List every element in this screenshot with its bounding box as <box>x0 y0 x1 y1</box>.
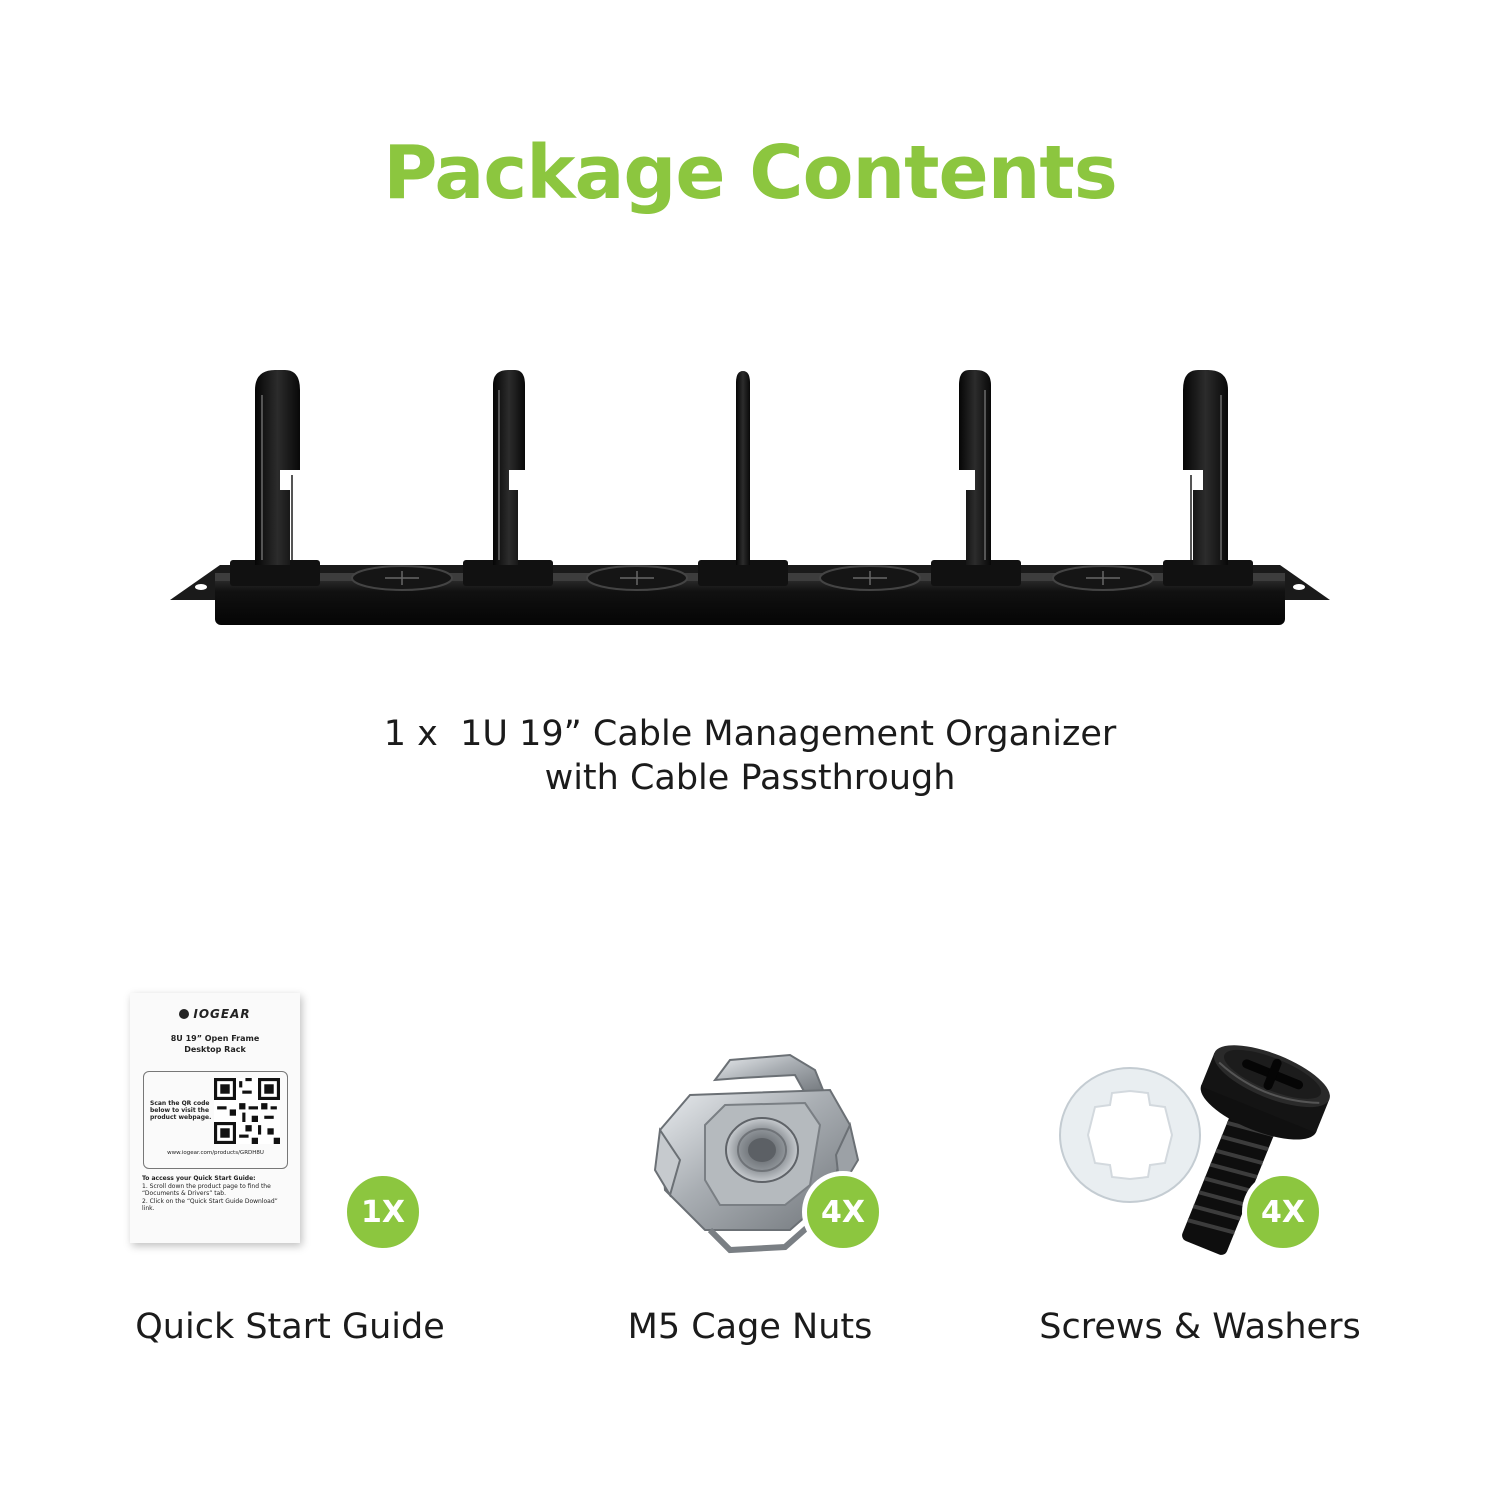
scan-text: Scan the QR code below to visit the prod… <box>150 1100 212 1121</box>
caption-line-2: with Cable Passthrough <box>544 758 956 798</box>
brand-logo: IOGEAR <box>130 1007 300 1021</box>
guide-product-title: 8U 19” Open Frame Desktop Rack <box>170 1034 260 1054</box>
quantity-badge: 4X <box>1242 1171 1324 1253</box>
quantity-badge: 4X <box>802 1171 884 1253</box>
item-cage-nuts: 4X M5 Cage Nuts <box>540 985 960 1385</box>
item-label: Screws & Washers <box>1039 1307 1361 1347</box>
cage-nut-image: 4X <box>540 985 960 1275</box>
caption-line-1: 1 x 1U 19” Cable Management Organizer <box>0 712 1500 756</box>
guide-url: www.iogear.com/products/GRDH8U <box>167 1150 264 1156</box>
item-label: Quick Start Guide <box>135 1307 445 1347</box>
item-quick-start-guide: IOGEAR 8U 19” Open Frame Desktop Rack Sc… <box>80 985 500 1385</box>
qr-box: Scan the QR code below to visit the prod… <box>143 1071 288 1169</box>
cage-nut-icon <box>653 1053 860 1254</box>
item-screws-washers: 4X Screws & Washers <box>990 985 1410 1385</box>
product-caption: 1 x 1U 19” Cable Management Organizer wi… <box>0 712 1500 800</box>
item-label: M5 Cage Nuts <box>627 1307 873 1347</box>
product-name: 1U 19” Cable Management Organizer <box>460 714 1117 754</box>
access-instructions: To access your Quick Start Guide: 1. Scr… <box>142 1175 278 1212</box>
quantity-badge: 1X <box>342 1171 424 1253</box>
cable-organizer-image <box>165 365 1335 640</box>
page-title: Package Contents <box>383 130 1118 216</box>
quick-start-guide-booklet: IOGEAR 8U 19” Open Frame Desktop Rack Sc… <box>130 993 300 1243</box>
screw-washer-image: 4X <box>990 985 1410 1275</box>
washer-icon <box>1059 1067 1201 1203</box>
qr-code-icon <box>214 1078 280 1144</box>
screw-icon <box>1182 1045 1330 1255</box>
quick-start-guide-image: IOGEAR 8U 19” Open Frame Desktop Rack Sc… <box>80 985 500 1275</box>
quantity-prefix: 1 x <box>383 714 438 754</box>
